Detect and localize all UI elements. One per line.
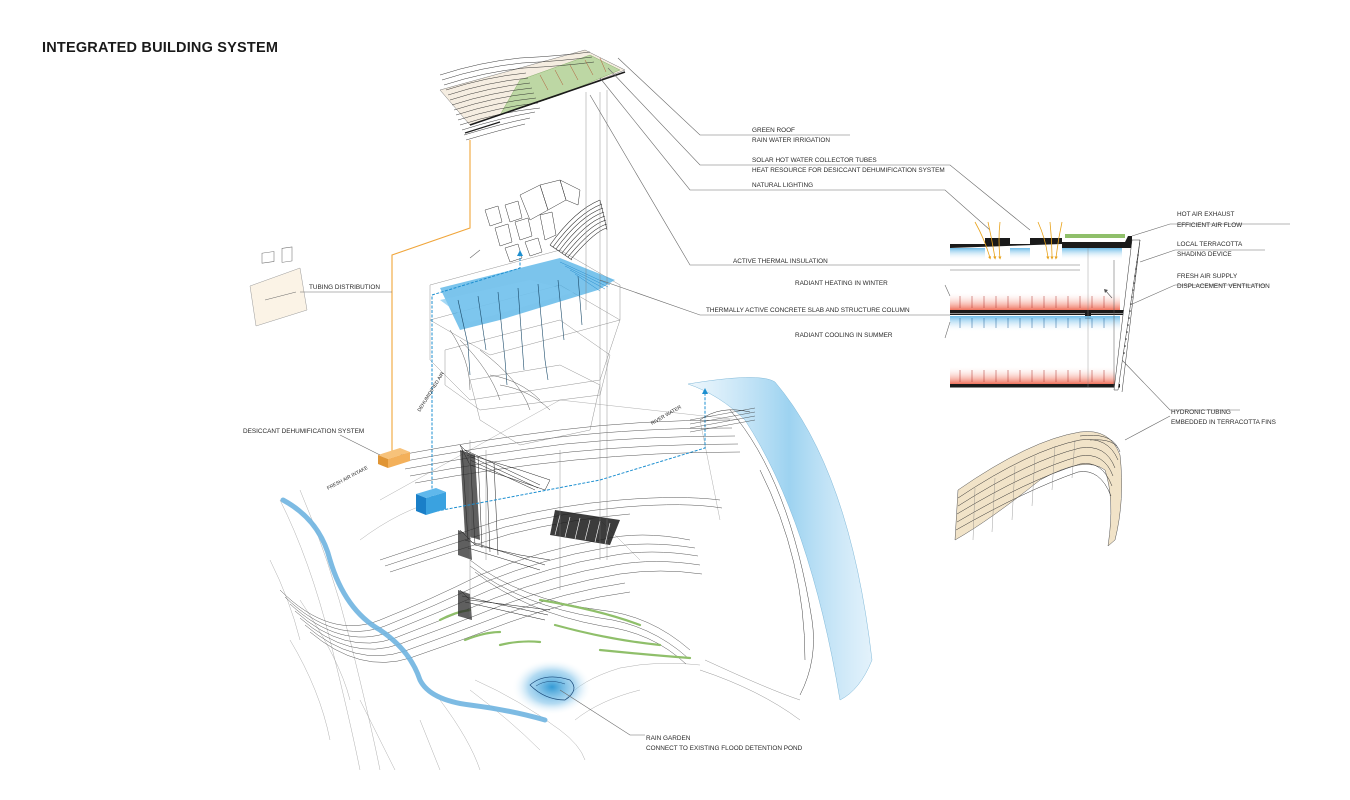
label-active-thermal-insulation: ACTIVE THERMAL INSULATION <box>733 258 828 265</box>
landscape-lines <box>279 419 741 665</box>
label-rain-water-irrigation: RAIN WATER IRRIGATION <box>752 137 830 144</box>
thermal-slab-level <box>440 258 615 411</box>
label-river-water: RIVER WATER <box>650 404 683 426</box>
label-embedded-terracotta: EMBEDDED IN TERRACOTTA FINS <box>1171 419 1276 426</box>
label-green-roof: GREEN ROOF <box>752 127 795 134</box>
river-band <box>687 377 873 701</box>
label-solar-tubes: SOLAR HOT WATER COLLECTOR TUBES <box>752 157 877 164</box>
desiccant-unit <box>378 448 410 468</box>
label-thermally-active-slab: THERMALLY ACTIVE CONCRETE SLAB AND STRUC… <box>706 307 910 314</box>
vertical-connectors <box>469 90 608 620</box>
upper-fin-level <box>484 179 581 263</box>
stream <box>280 497 548 723</box>
labels: GREEN ROOF RAIN WATER IRRIGATION SOLAR H… <box>243 127 1276 752</box>
roof-structure-dark <box>550 510 620 545</box>
label-fresh-air-intake: FRESH AIR INTAKE <box>326 465 370 492</box>
rain-garden-pond <box>512 659 592 715</box>
site-plan <box>269 377 873 771</box>
terracotta-fins <box>954 431 1122 547</box>
label-local-terracotta: LOCAL TERRACOTTA <box>1177 241 1243 248</box>
dark-fins <box>458 450 480 620</box>
diagram-title: INTEGRATED BUILDING SYSTEM <box>42 40 279 56</box>
label-radiant-heating: RADIANT HEATING IN WINTER <box>795 280 888 287</box>
label-desiccant-system: DESICCANT DEHUMIFICATION SYSTEM <box>243 428 364 435</box>
label-dehumidified-air: DEHUMIDIFIED AIR <box>417 371 446 413</box>
section-leaders <box>944 223 1290 441</box>
label-hot-air-exhaust: HOT AIR EXHAUST <box>1177 211 1235 218</box>
label-fresh-air-supply: FRESH AIR SUPPLY <box>1177 273 1238 280</box>
label-tubing-distribution: TUBING DISTRIBUTION <box>309 284 380 291</box>
label-natural-lighting: NATURAL LIGHTING <box>752 182 813 189</box>
green-strips <box>438 598 692 660</box>
roof-level <box>439 49 626 141</box>
label-radiant-cooling: RADIANT COOLING IN SUMMER <box>795 332 893 339</box>
blue-air-duct <box>431 254 706 513</box>
curved-fin-stack <box>549 199 608 261</box>
orange-pipe <box>391 140 471 452</box>
label-displacement-ventilation: DISPLACEMENT VENTILATION <box>1177 283 1270 290</box>
leader-lines <box>300 57 1080 736</box>
dehumidifier-unit <box>416 488 446 515</box>
label-rain-garden: RAIN GARDEN <box>646 735 691 742</box>
tubing-panel <box>249 246 308 327</box>
label-hydronic-tubing: HYDRONIC TUBING <box>1171 409 1231 416</box>
label-shading-device: SHADING DEVICE <box>1177 251 1232 258</box>
label-flood-pond: CONNECT TO EXISTING FLOOD DETENTION POND <box>646 745 803 752</box>
label-efficient-air-flow: EFFICIENT AIR FLOW <box>1177 222 1243 229</box>
section-detail <box>950 221 1141 393</box>
label-heat-resource: HEAT RESOURCE FOR DESICCANT DEHUMIFICATI… <box>752 167 945 174</box>
